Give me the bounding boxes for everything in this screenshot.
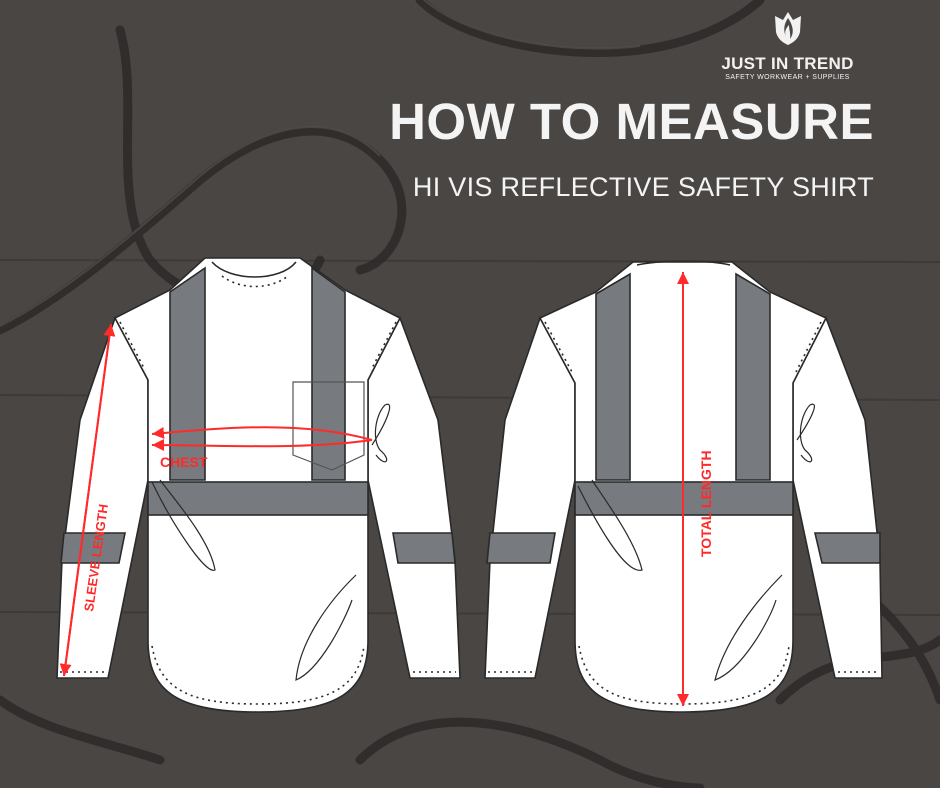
brand-name: JUST IN TREND [721,54,854,73]
chest-measure-line [151,426,373,452]
page-title: HOW TO MEASURE [389,93,874,150]
chest-label: CHEST [160,454,208,470]
sleeve-length-measure-line [59,323,116,677]
total-length-label: TOTAL LENGTH [698,450,714,557]
front-shirt-diagram [56,257,461,713]
flame-shield-icon [774,12,801,45]
brand-block: JUST IN TREND SAFETY WORKWEAR + SUPPLIES [700,10,875,81]
brand-tagline: SAFETY WORKWEAR + SUPPLIES [725,74,850,81]
page-subtitle: HI VIS REFLECTIVE SAFETY SHIRT [412,172,874,202]
